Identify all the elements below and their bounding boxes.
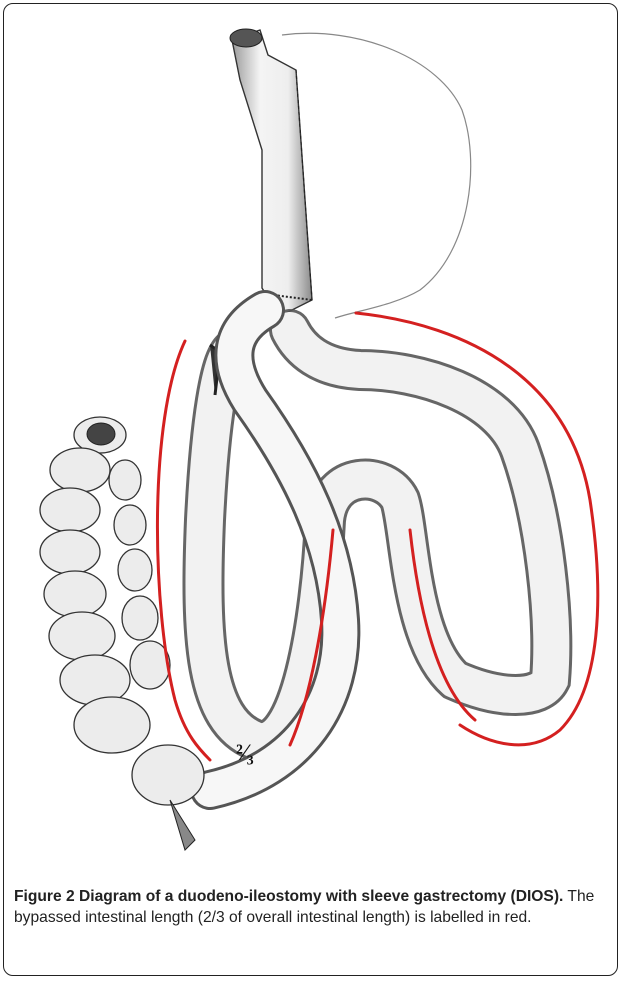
sleeve-gastrectomy [230,29,312,316]
bypass-fraction-label: ²⁄₃ [236,740,254,766]
figure-caption: Figure 2 Diagram of a duodeno-ileostomy … [14,886,614,928]
dios-illustration [0,0,624,870]
colon [40,417,204,850]
caption-title: Figure 2 Diagram of a duodeno-ileostomy … [14,888,563,905]
